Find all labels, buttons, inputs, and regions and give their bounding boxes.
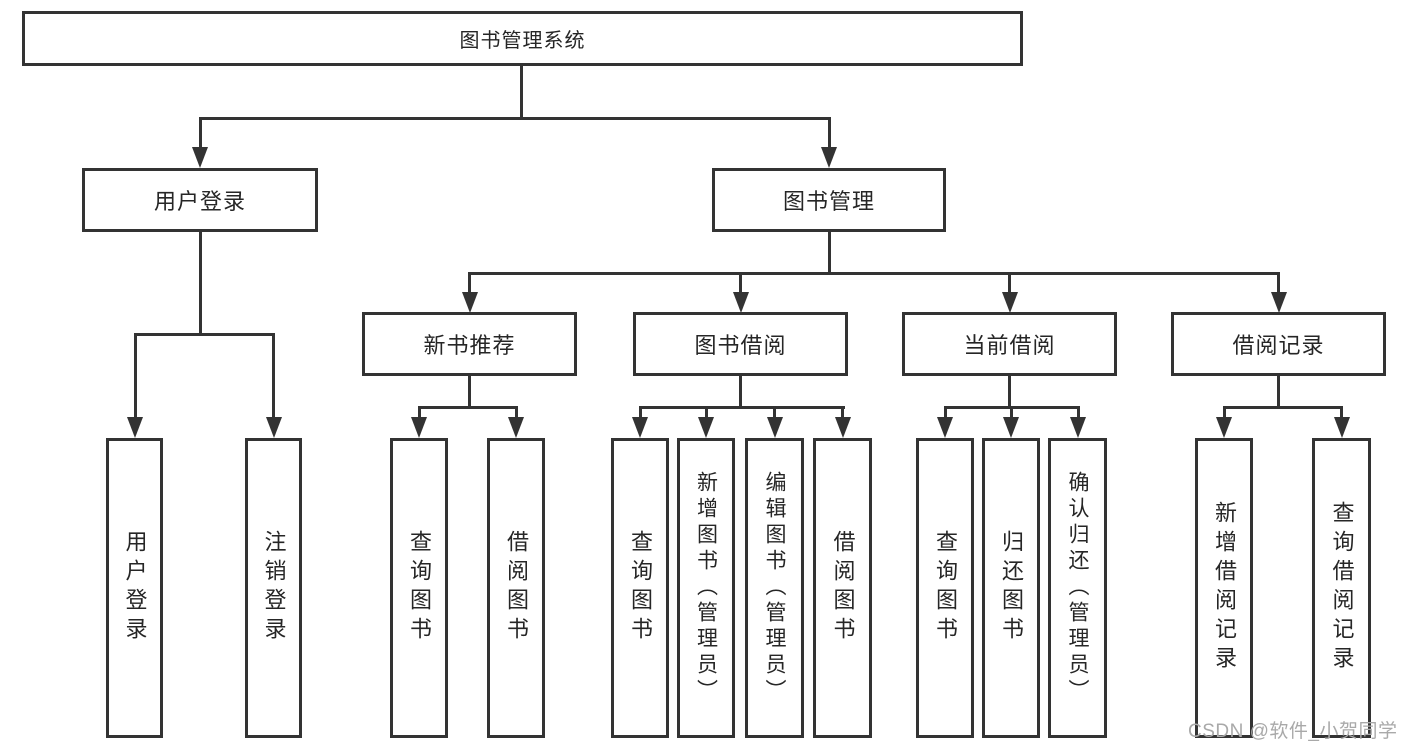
connector-book-borrow-stem xyxy=(739,376,742,407)
connector-to-new-book xyxy=(468,272,471,293)
node-leaf-newbook-borrow-books: 借阅图书 xyxy=(487,438,545,738)
connector-book-borrow-leaf4 xyxy=(841,406,844,418)
node-leaf-return-book: 归还图书 xyxy=(982,438,1040,738)
node-book-borrowing-label: 图书借阅 xyxy=(694,333,787,358)
connector-new-book-leaf2 xyxy=(514,406,518,418)
node-library-system: 图书管理系统 xyxy=(22,11,1023,66)
connector-borrow-records-leaf1 xyxy=(1222,406,1226,418)
node-leaf-newbook-query-books-label: 查询图书 xyxy=(407,530,432,646)
node-leaf-add-book-admin: 新增图书（管理员） xyxy=(677,438,735,738)
connector-book-management-stem xyxy=(827,232,831,273)
arrowhead-user-login xyxy=(192,147,208,168)
connector-current-borrow-leaf1 xyxy=(943,406,947,418)
node-borrowing-records: 借阅记录 xyxy=(1171,312,1386,376)
arrowhead-new-book xyxy=(461,292,478,313)
node-borrowing-records-label: 借阅记录 xyxy=(1232,333,1325,358)
node-current-borrowing: 当前借阅 xyxy=(902,312,1117,376)
node-leaf-borrow-query-books: 查询图书 xyxy=(611,438,669,738)
arrowhead-user-login-leaf xyxy=(127,417,143,438)
node-leaf-logout: 注销登录 xyxy=(245,438,302,738)
arrowhead-current-borrow-leaf1 xyxy=(937,417,953,438)
node-library-system-label: 图书管理系统 xyxy=(459,30,586,52)
arrowhead-borrow-records xyxy=(1270,292,1287,313)
connector-to-book-management xyxy=(827,117,831,148)
arrowhead-book-borrow xyxy=(732,292,749,313)
node-leaf-user-login: 用户登录 xyxy=(106,438,163,738)
node-leaf-borrow-book: 借阅图书 xyxy=(813,438,872,738)
node-leaf-borrow-query-books-label: 查询图书 xyxy=(628,530,653,646)
connector-book-borrow-crossbar xyxy=(638,406,845,409)
connector-root-stem xyxy=(519,66,523,117)
connector-new-book-stem xyxy=(468,376,471,407)
node-leaf-add-borrow-record-label: 新增借阅记录 xyxy=(1212,501,1237,675)
node-leaf-edit-book-admin: 编辑图书（管理员） xyxy=(745,438,804,738)
node-leaf-confirm-return-admin: 确认归还（管理员） xyxy=(1048,438,1107,738)
arrowhead-current-borrow xyxy=(1001,292,1018,313)
connector-book-borrow-leaf2 xyxy=(704,406,708,418)
node-leaf-confirm-return-admin-label: 确认归还（管理员） xyxy=(1066,471,1089,705)
arrowhead-logout-leaf xyxy=(265,417,282,438)
node-leaf-newbook-query-books: 查询图书 xyxy=(390,438,448,738)
node-book-management-branch: 图书管理 xyxy=(712,168,946,232)
node-leaf-return-book-label: 归还图书 xyxy=(999,530,1024,646)
arrowhead-current-borrow-leaf3 xyxy=(1070,417,1086,438)
arrowhead-new-book-leaf1 xyxy=(411,417,427,438)
connector-to-borrow-records xyxy=(1277,272,1280,293)
connector-borrow-records-crossbar xyxy=(1222,406,1343,409)
node-leaf-current-query-books-label: 查询图书 xyxy=(933,530,958,646)
node-leaf-add-borrow-record: 新增借阅记录 xyxy=(1195,438,1253,738)
node-book-management-branch-label: 图书管理 xyxy=(782,189,875,214)
connector-user-login-stem xyxy=(198,232,202,334)
connector-new-book-leaf1 xyxy=(417,406,421,418)
connector-current-borrow-leaf2 xyxy=(1009,406,1013,418)
node-book-borrowing: 图书借阅 xyxy=(633,312,848,376)
node-leaf-borrow-book-label: 借阅图书 xyxy=(830,530,856,646)
arrowhead-book-borrow-leaf3 xyxy=(766,417,783,438)
watermark: CSDN @软件_小贺同学 xyxy=(1188,721,1398,742)
connector-borrow-records-leaf2 xyxy=(1340,406,1343,418)
node-user-login-branch-label: 用户登录 xyxy=(153,189,246,214)
connector-book-borrow-leaf1 xyxy=(638,406,642,418)
connector-book-management-crossbar xyxy=(468,272,1280,275)
arrowhead-book-borrow-leaf4 xyxy=(834,417,851,438)
arrowhead-book-management xyxy=(821,147,837,168)
connector-current-borrow-leaf3 xyxy=(1076,406,1080,418)
connector-root-crossbar xyxy=(198,117,831,120)
node-current-borrowing-label: 当前借阅 xyxy=(963,333,1056,358)
connector-new-book-crossbar xyxy=(417,406,518,409)
node-leaf-edit-book-admin-label: 编辑图书（管理员） xyxy=(763,471,786,705)
node-new-book-recommendation: 新书推荐 xyxy=(362,312,577,376)
node-leaf-logout-label: 注销登录 xyxy=(261,530,287,646)
connector-user-login-crossbar xyxy=(133,333,275,336)
node-leaf-query-borrow-record: 查询借阅记录 xyxy=(1312,438,1371,738)
connector-book-borrow-leaf3 xyxy=(773,406,776,418)
node-leaf-add-book-admin-label: 新增图书（管理员） xyxy=(694,471,718,705)
connector-to-user-login xyxy=(198,117,202,148)
arrowhead-current-borrow-leaf2 xyxy=(1003,417,1019,438)
arrowhead-borrow-records-leaf1 xyxy=(1216,417,1232,438)
connector-to-logout-leaf xyxy=(272,333,275,417)
node-new-book-recommendation-label: 新书推荐 xyxy=(423,333,516,358)
connector-current-borrow-stem xyxy=(1008,376,1011,407)
node-leaf-query-borrow-record-label: 查询借阅记录 xyxy=(1329,501,1355,675)
connector-to-user-login-leaf xyxy=(133,333,137,417)
node-leaf-user-login-label: 用户登录 xyxy=(122,530,148,646)
node-user-login-branch: 用户登录 xyxy=(82,168,318,232)
connector-to-book-borrow xyxy=(739,272,742,293)
arrowhead-book-borrow-leaf1 xyxy=(632,417,648,438)
arrowhead-new-book-leaf2 xyxy=(508,417,524,438)
arrowhead-book-borrow-leaf2 xyxy=(698,417,714,438)
node-leaf-current-query-books: 查询图书 xyxy=(916,438,974,738)
arrowhead-borrow-records-leaf2 xyxy=(1333,417,1350,438)
node-leaf-newbook-borrow-books-label: 借阅图书 xyxy=(504,530,529,646)
connector-borrow-records-stem xyxy=(1277,376,1280,407)
connector-to-current-borrow xyxy=(1008,272,1011,293)
